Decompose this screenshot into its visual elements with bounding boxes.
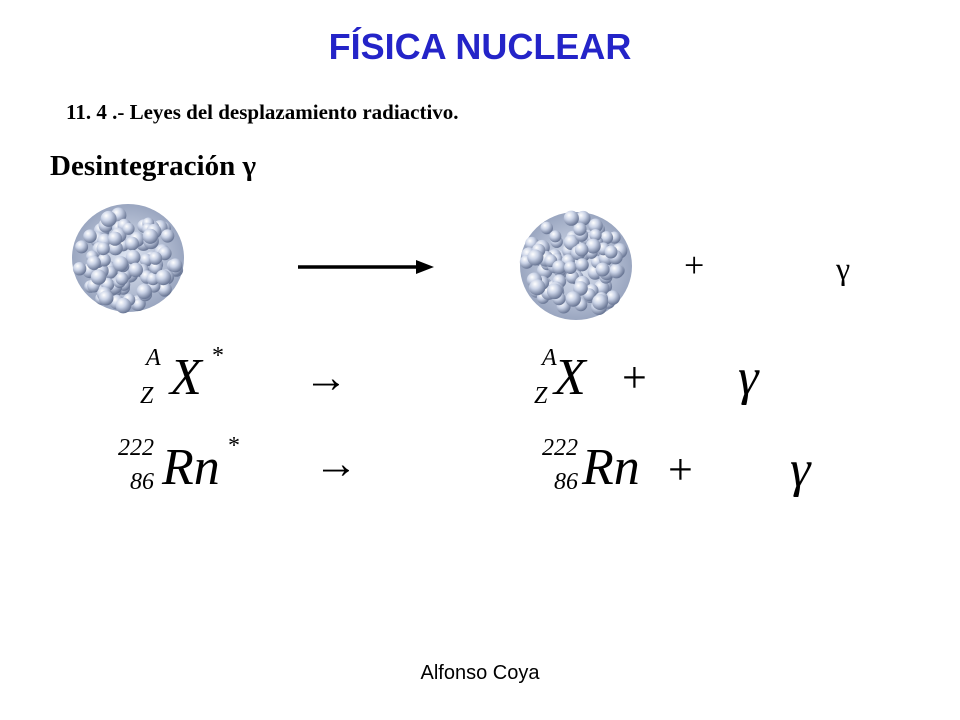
diagram-plus-sign: + <box>684 245 705 285</box>
nucleon-ball <box>75 240 89 254</box>
nucleon-ball <box>573 222 587 236</box>
nucleon-ball <box>605 290 620 305</box>
slide-subtitle: 11. 4 .- Leyes del desplazamiento radiac… <box>66 100 459 124</box>
nucleon-ball <box>132 298 146 311</box>
atomic-number: 86 <box>554 469 578 495</box>
nucleon-ball <box>115 297 132 314</box>
nucleon-ball <box>595 262 610 277</box>
nucleus-ground-illustration <box>519 210 632 320</box>
nucleus-excited-illustration <box>72 204 184 314</box>
nucleon-ball <box>563 210 579 226</box>
nucleon-ball <box>72 262 87 276</box>
reaction-arrow: → <box>304 353 348 402</box>
excited-star: * <box>212 343 224 369</box>
atomic-number: 86 <box>130 469 154 495</box>
nucleon-ball <box>565 291 581 307</box>
nucleon-ball <box>589 229 602 242</box>
nucleon-ball <box>115 272 129 286</box>
daughter-isotope-generic: A Z X <box>532 344 612 414</box>
mass-number: A <box>146 345 161 371</box>
nucleon-ball <box>600 231 614 245</box>
gamma-symbol: γ <box>738 349 759 406</box>
atomic-number: Z <box>534 383 548 409</box>
atomic-number: Z <box>140 383 154 409</box>
mass-number: A <box>542 345 557 371</box>
nucleon-ball <box>122 222 135 235</box>
element-symbol: Rn <box>582 439 640 496</box>
footer-author: Alfonso Coya <box>420 662 540 684</box>
nucleon-ball <box>155 269 172 286</box>
mass-number: 222 <box>542 435 578 461</box>
nucleon-ball <box>83 229 97 243</box>
nucleon-ball <box>575 210 591 226</box>
nucleon-ball <box>136 283 152 300</box>
nucleon-ball <box>585 238 601 254</box>
nucleon-ball <box>540 221 553 235</box>
nucleon-ball <box>574 242 589 257</box>
nucleon-ball <box>97 253 111 267</box>
decay-arrow <box>298 260 434 274</box>
element-symbol: Rn <box>162 439 220 496</box>
nucleon-ball <box>125 249 141 265</box>
parent-isotope-generic: A Z X * <box>136 344 246 414</box>
nucleon-ball <box>90 269 107 285</box>
nucleon-ball <box>125 236 139 251</box>
mass-number: 222 <box>118 435 154 461</box>
nucleon-ball <box>588 218 603 233</box>
nucleon-ball <box>168 258 183 273</box>
nucleon-ball <box>96 242 110 256</box>
excited-star: * <box>228 433 240 459</box>
nucleon-ball <box>592 294 609 310</box>
nucleon-ball <box>100 210 117 227</box>
nucleon-ball <box>529 279 546 296</box>
plus-sign: + <box>622 353 647 402</box>
gamma-symbol: γ <box>790 441 811 498</box>
nucleon-ball <box>546 283 563 300</box>
diagram-gamma-symbol: γ <box>836 250 851 286</box>
nucleon-ball <box>112 256 129 272</box>
reaction-arrow: → <box>314 439 358 488</box>
nucleon-ball <box>604 245 618 259</box>
element-symbol: X <box>554 349 586 406</box>
nucleon-ball <box>564 261 577 274</box>
nucleon-ball <box>98 290 114 306</box>
nucleon-ball <box>575 258 589 272</box>
element-symbol: X <box>170 349 202 406</box>
nucleon-ball <box>552 260 567 275</box>
nucleon-ball <box>128 262 143 278</box>
plus-sign: + <box>668 445 693 494</box>
nucleon-ball <box>142 228 158 244</box>
nucleon-ball <box>160 229 175 243</box>
nucleon-ball <box>527 249 544 266</box>
nucleon-ball <box>157 282 172 297</box>
parent-isotope-radon: 222 86 Rn * <box>118 430 248 500</box>
nucleon-ball <box>86 255 101 270</box>
slide-title: FÍSICA NUCLEAR <box>328 26 632 67</box>
nucleon-ball <box>107 231 123 246</box>
nucleon-ball <box>148 251 163 265</box>
section-heading: Desintegración γ <box>50 150 257 182</box>
nucleon-ball <box>549 230 562 243</box>
nucleon-ball <box>609 263 624 279</box>
nucleon-ball <box>573 281 588 296</box>
daughter-isotope-radon: 222 86 Rn <box>542 430 662 500</box>
